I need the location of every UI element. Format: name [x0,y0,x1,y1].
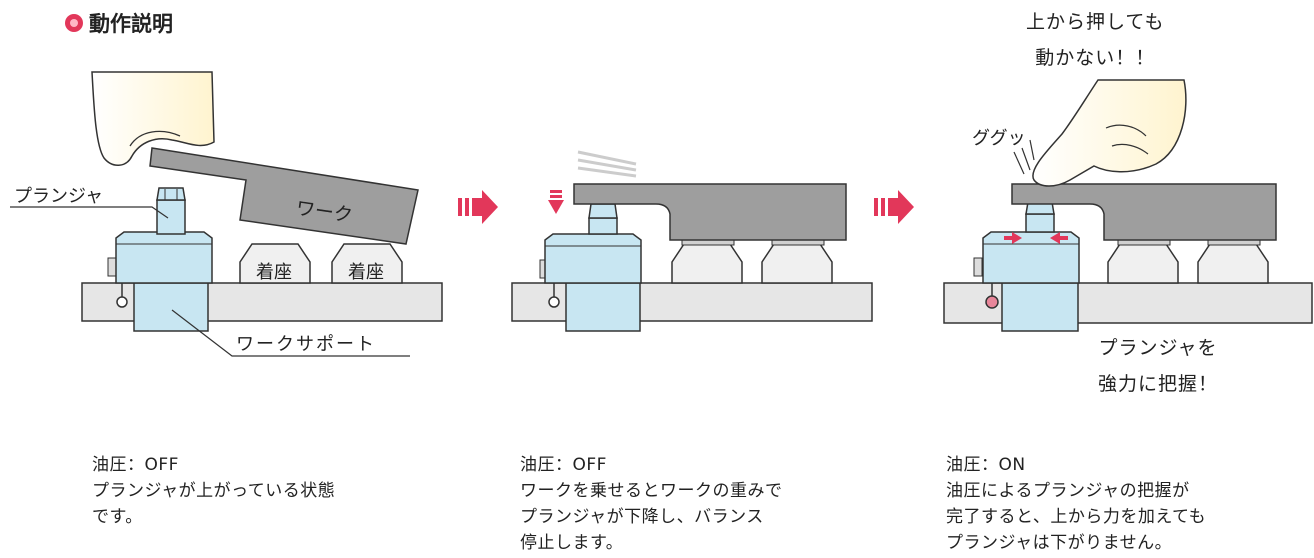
section-title: 動作説明 [65,8,173,38]
work-support-body-lower [565,282,641,332]
seat-right [331,243,403,284]
caption-step-1: 油圧：OFF プランジャが上がっている状態 です。 [92,455,336,527]
label-seat-left: 着座 [256,262,292,283]
plunger-nut [156,187,186,201]
indicator-on [985,295,999,309]
seat-left [671,243,743,284]
grip-arrow-right-icon [1050,232,1068,244]
base-plate [943,282,1313,324]
plunger [1025,213,1055,233]
indicator-off [548,296,560,308]
section-title-text: 動作説明 [89,12,173,36]
label-seat-right: 着座 [348,262,384,283]
plunger [588,217,618,235]
label-plunger: プランジャ [14,186,104,207]
note-push-from-top: 上から押しても 動かない！！ [1026,11,1165,69]
label-gugu: ググッ [972,128,1026,149]
hand [91,71,215,166]
work-level [573,183,847,241]
work-support-body-upper [982,231,1080,284]
panel-2 [511,150,873,332]
bullet-icon [65,14,83,32]
panel-3 [943,79,1313,332]
side-port [973,257,983,277]
indicator-off [116,296,128,308]
plunger [156,199,186,235]
hand-pressing [1032,79,1187,187]
work-support-body-upper [115,231,213,284]
plunger-nut [588,203,618,219]
seat-right [1197,243,1269,284]
step-arrow-2 [874,190,914,224]
seat-left [1107,243,1179,284]
work-support-body-upper [544,233,642,284]
work-support-body-lower [1001,282,1079,332]
work-tilted [149,147,419,245]
seat-left [239,243,311,284]
seat-right [761,243,833,284]
work-level [1011,183,1277,241]
caption-step-3: 油圧：ON 油圧によるプランジャの把握が 完了すると、上から力を加えても プラン… [946,455,1207,553]
work-support-body-lower [133,282,209,332]
panel-1 [10,71,443,357]
step-arrow-1 [458,190,498,224]
label-work-support: ワークサポート [236,334,376,355]
side-port [107,257,117,277]
grip-arrow-left-icon [1004,232,1022,244]
caption-step-2: 油圧：OFF ワークを乗せるとワークの重みで プランジャが下降し、バランス 停止… [520,455,783,553]
note-strong-grip: プランジャを 強力に把握！ [1098,337,1219,395]
down-arrow-icon [548,190,564,214]
